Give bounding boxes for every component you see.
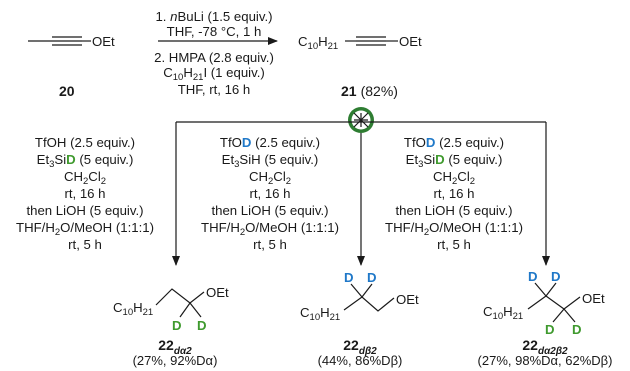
product-1-yield: (27%, 92%Dα) bbox=[133, 353, 218, 368]
svg-text:rt, 5 h: rt, 5 h bbox=[68, 237, 102, 252]
compound-21-label: 21(82%) bbox=[341, 83, 398, 99]
product-3-yield: (27%, 98%Dα, 62%Dβ) bbox=[478, 353, 613, 368]
svg-text:C10H21: C10H21 bbox=[300, 305, 340, 323]
svg-text:rt, 5 h: rt, 5 h bbox=[437, 237, 471, 252]
compound-20-structure: OEt bbox=[28, 34, 115, 49]
svg-text:Et3SiH (5 equiv.): Et3SiH (5 equiv.) bbox=[222, 152, 319, 170]
svg-text:rt, 5 h: rt, 5 h bbox=[253, 237, 287, 252]
product-2-structure: C10H21 OEt D D bbox=[300, 270, 419, 323]
svg-text:CH2Cl2: CH2Cl2 bbox=[64, 169, 106, 187]
svg-text:D: D bbox=[545, 322, 555, 337]
svg-text:C10H21I (1 equiv.): C10H21I (1 equiv.) bbox=[163, 65, 265, 83]
svg-text:TfOD (2.5 equiv.): TfOD (2.5 equiv.) bbox=[404, 135, 504, 150]
svg-text:D: D bbox=[344, 270, 354, 285]
svg-text:TfOD (2.5 equiv.): TfOD (2.5 equiv.) bbox=[220, 135, 320, 150]
branch-2-conditions: TfOD (2.5 equiv.) Et3SiH (5 equiv.) CH2C… bbox=[201, 135, 339, 252]
svg-text:THF/H2O/MeOH (1:1:1): THF/H2O/MeOH (1:1:1) bbox=[16, 220, 154, 238]
compound-21-structure: C10H21 OEt bbox=[298, 34, 422, 52]
product-3-label: 22dα2β2 bbox=[522, 337, 568, 357]
product-2-yield: (44%, 86%Dβ) bbox=[318, 353, 403, 368]
svg-text:1. nBuLi (1.5 equiv.): 1. nBuLi (1.5 equiv.) bbox=[155, 9, 272, 24]
svg-text:C10H21: C10H21 bbox=[113, 300, 153, 318]
svg-text:THF/H2O/MeOH (1:1:1): THF/H2O/MeOH (1:1:1) bbox=[385, 220, 523, 238]
svg-text:Et3SiD (5 equiv.): Et3SiD (5 equiv.) bbox=[406, 152, 503, 170]
svg-text:C10H21: C10H21 bbox=[483, 304, 523, 322]
svg-text:OEt: OEt bbox=[582, 291, 605, 306]
svg-text:then LiOH (5 equiv.): then LiOH (5 equiv.) bbox=[211, 203, 328, 218]
compound-20-label: 20 bbox=[59, 83, 75, 99]
product-3-structure: C10H21 OEt D D D D bbox=[483, 269, 605, 337]
svg-text:C10H21: C10H21 bbox=[298, 34, 338, 52]
svg-text:D: D bbox=[367, 270, 377, 285]
svg-text:TfOH (2.5 equiv.): TfOH (2.5 equiv.) bbox=[35, 135, 135, 150]
svg-text:rt, 16 h: rt, 16 h bbox=[249, 186, 290, 201]
split-icon bbox=[348, 107, 374, 133]
svg-text:rt, 16 h: rt, 16 h bbox=[64, 186, 105, 201]
svg-text:D: D bbox=[172, 318, 182, 333]
svg-text:2. HMPA (2.8 equiv.): 2. HMPA (2.8 equiv.) bbox=[154, 50, 274, 65]
svg-text:then LiOH (5 equiv.): then LiOH (5 equiv.) bbox=[395, 203, 512, 218]
svg-text:OEt: OEt bbox=[206, 285, 229, 300]
svg-text:OEt: OEt bbox=[396, 292, 419, 307]
svg-text:CH2Cl2: CH2Cl2 bbox=[433, 169, 475, 187]
svg-text:Et3SiD (5 equiv.): Et3SiD (5 equiv.) bbox=[37, 152, 134, 170]
product-1-label: 22dα2 bbox=[158, 337, 192, 357]
product-2-label: 22dβ2 bbox=[343, 337, 377, 357]
step1-conditions: 1. nBuLi (1.5 equiv.) THF, -78 °C, 1 h 2… bbox=[154, 9, 274, 97]
svg-text:D: D bbox=[551, 269, 561, 284]
branch-1-conditions: TfOH (2.5 equiv.) Et3SiD (5 equiv.) CH2C… bbox=[16, 135, 154, 252]
svg-text:D: D bbox=[197, 318, 207, 333]
svg-text:D: D bbox=[528, 269, 538, 284]
svg-text:D: D bbox=[572, 322, 582, 337]
svg-text:CH2Cl2: CH2Cl2 bbox=[249, 169, 291, 187]
product-1-structure: C10H21 OEt D D bbox=[113, 285, 229, 333]
svg-text:OEt: OEt bbox=[399, 34, 422, 49]
svg-text:THF, -78 °C, 1 h: THF, -78 °C, 1 h bbox=[167, 24, 262, 39]
svg-text:THF, rt, 16 h: THF, rt, 16 h bbox=[178, 82, 251, 97]
branch-3-conditions: TfOD (2.5 equiv.) Et3SiD (5 equiv.) CH2C… bbox=[385, 135, 523, 252]
compound-20-oet: OEt bbox=[92, 34, 115, 49]
svg-text:rt, 16 h: rt, 16 h bbox=[433, 186, 474, 201]
svg-text:THF/H2O/MeOH (1:1:1): THF/H2O/MeOH (1:1:1) bbox=[201, 220, 339, 238]
svg-text:then LiOH (5 equiv.): then LiOH (5 equiv.) bbox=[26, 203, 143, 218]
